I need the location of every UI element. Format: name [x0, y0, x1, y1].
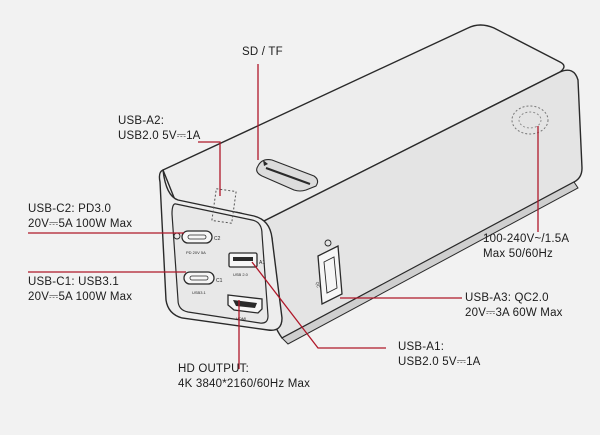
label-usb-a3: USB-A3: QC2.0 20V⎓3A 60W Max: [465, 291, 563, 321]
label-ac-input: 100-240V~/1.5A Max 50/60Hz: [483, 232, 569, 262]
mark-a1: A1: [259, 260, 265, 266]
label-sd-tf: SD / TF: [242, 45, 283, 60]
mark-usb20: USB 2.0: [233, 272, 249, 277]
leader-usb-a1: [251, 261, 386, 349]
mark-c2: C2: [214, 236, 221, 242]
label-usb-a3-title: USB-A3: QC2.0: [465, 292, 549, 304]
mark-qc: QC: [315, 281, 321, 288]
mark-pd: PD 20V 5A: [186, 250, 206, 255]
label-hd-output-spec: 4K 3840*2160/60Hz Max: [178, 378, 311, 390]
label-hd-output-title: HD OUTPUT:: [178, 363, 249, 375]
label-usb-c2-title: USB-C2: PD3.0: [28, 203, 112, 215]
label-usb-a2-spec: USB2.0 5V⎓1A: [118, 130, 201, 142]
label-usb-a1-spec: USB2.0 5V⎓1A: [398, 356, 481, 368]
label-usb-c1-title: USB-C1: USB3.1: [28, 276, 119, 288]
usb-a3-port: [317, 244, 343, 306]
usb-a2-port: [211, 188, 237, 224]
label-usb-c1-spec: 20V⎓5A 100W Max: [28, 291, 133, 303]
label-usb-a2-title: USB-A2:: [118, 115, 165, 127]
mark-c1: C1: [216, 278, 223, 284]
label-usb-a1: USB-A1: USB2.0 5V⎓1A: [398, 340, 481, 370]
device-bottom-edge: [281, 181, 579, 345]
label-ac-input-rating: 100-240V~/1.5A: [483, 233, 570, 245]
leader-usb-a2: [198, 141, 221, 196]
ac-inlet: [511, 105, 549, 135]
label-usb-a1-title: USB-A1:: [398, 341, 445, 353]
label-ac-input-frequency: Max 50/60Hz: [483, 248, 553, 260]
mark-usb31: USB3.1: [192, 290, 207, 295]
label-usb-c1: USB-C1: USB3.1 20V⎓5A 100W Max: [28, 275, 132, 305]
label-hd-output: HD OUTPUT: 4K 3840*2160/60Hz Max: [178, 362, 310, 392]
label-usb-a2: USB-A2: USB2.0 5V⎓1A: [118, 114, 201, 144]
leader-lines: [28, 64, 539, 369]
label-usb-c2: USB-C2: PD3.0 20V⎓5A 100W Max: [28, 202, 132, 232]
usb-c1-port: [183, 271, 215, 285]
usb-c2-port: [181, 230, 213, 244]
label-usb-a3-spec: 20V⎓3A 60W Max: [465, 307, 563, 319]
mark-hdmi: HDMI: [236, 316, 246, 321]
label-usb-c2-spec: 20V⎓5A 100W Max: [28, 218, 133, 230]
label-sd-tf-text: SD / TF: [242, 46, 283, 58]
